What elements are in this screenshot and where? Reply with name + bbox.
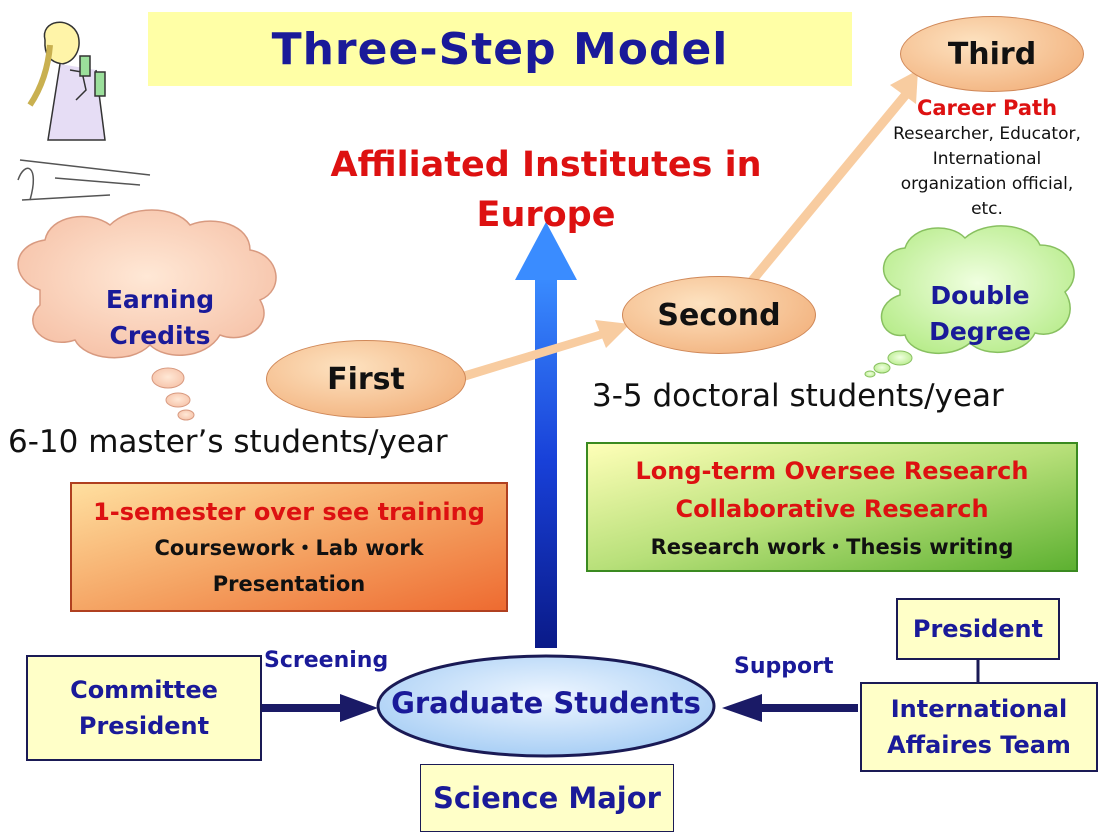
graduate-students: Graduate Students <box>391 686 701 720</box>
step-first: First <box>266 340 466 418</box>
screening-label: Screening <box>264 648 389 673</box>
cloud-right-line-2: Degree <box>929 317 1031 346</box>
president-label: President <box>912 615 1044 643</box>
step-second-label: Second <box>657 297 781 333</box>
career-line-2: International <box>932 149 1042 169</box>
step-third: Third <box>900 16 1084 92</box>
career-line-1: Researcher, Educator, <box>893 124 1081 144</box>
screening-arrow <box>262 694 378 722</box>
training-heading: 1-semester over see training <box>93 498 485 526</box>
training-line-2: Presentation <box>212 572 366 596</box>
career-line-4: etc. <box>971 199 1003 219</box>
international-team-box: International Affaires Team <box>860 682 1098 772</box>
cloud-right-line-1: Double <box>930 281 1030 310</box>
science-major-label: Science Major <box>433 781 661 815</box>
president-box: President <box>896 598 1060 660</box>
intl-team-line-1: International <box>890 695 1068 723</box>
training-box-bg <box>70 482 508 612</box>
career-path-heading: Career Path <box>916 96 1058 120</box>
scientist-clipart <box>17 21 151 201</box>
research-heading-1: Long-term Oversee Research <box>635 457 1029 485</box>
masters-count: 6-10 master’s students/year <box>8 424 448 460</box>
research-box: Long-term Oversee Research Collaborative… <box>587 452 1077 566</box>
support-label: Support <box>734 654 834 679</box>
support-arrow <box>722 694 858 722</box>
doctoral-count: 3-5 doctoral students/year <box>592 378 1004 414</box>
earning-credits-text: Earning Credits <box>80 282 240 354</box>
research-line: Research work・Thesis writing <box>650 535 1014 559</box>
step-third-label: Third <box>947 36 1037 72</box>
step-first-label: First <box>327 361 405 397</box>
committee-box: Committee President <box>26 655 262 761</box>
affiliated-institutes-label: Affiliated Institutes in Europe <box>330 145 762 235</box>
step-second: Second <box>622 276 816 354</box>
earning-credits-cloud <box>17 209 277 421</box>
training-line-1: Coursework・Lab work <box>154 536 424 560</box>
intl-team-line-2: Affaires Team <box>887 731 1071 759</box>
career-line-3: organization official, <box>900 174 1074 194</box>
science-major-box: Science Major <box>420 764 674 832</box>
training-box: 1-semester over see training Coursework・… <box>71 494 507 602</box>
page-title: Three-Step Model <box>271 23 729 75</box>
graduate-ellipse-bg <box>376 654 716 758</box>
cloud-left-line-2: Credits <box>109 321 211 350</box>
career-path: Career Path Researcher, Educator, Intern… <box>862 94 1112 222</box>
upward-arrow <box>515 222 577 648</box>
first-to-second-arrow <box>462 320 630 381</box>
double-degree-text: Double Degree <box>900 278 1060 350</box>
committee-line-1: Committee <box>70 676 218 704</box>
double-degree-cloud <box>864 225 1075 378</box>
research-heading-2: Collaborative Research <box>675 495 989 523</box>
second-to-third-arrow <box>745 70 918 288</box>
research-box-bg <box>586 442 1078 572</box>
title-banner: Three-Step Model <box>148 12 852 86</box>
cloud-left-line-1: Earning <box>105 285 215 314</box>
committee-line-2: President <box>78 712 210 740</box>
